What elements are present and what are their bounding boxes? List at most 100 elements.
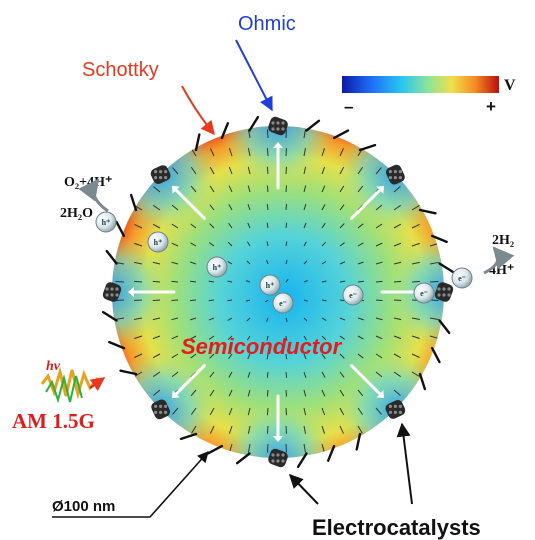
field-arrow [266, 129, 269, 139]
field-arrow [266, 148, 269, 157]
field-arrow [375, 353, 383, 359]
field-arrow [152, 261, 161, 265]
field-arrow [152, 280, 161, 283]
field-arrow [321, 204, 326, 211]
field-arrow [303, 317, 308, 322]
ohmic-glow [220, 126, 336, 184]
field-arrow [321, 443, 325, 453]
catalyst-grain [437, 293, 441, 297]
field-arrow [285, 185, 288, 193]
field-arrow [190, 335, 197, 340]
field-arrow [171, 204, 179, 211]
electron-carrier: e⁻ [451, 267, 473, 289]
ohmic-label: Ohmic [238, 13, 296, 35]
field-arrow [321, 222, 326, 229]
field-arrow [266, 407, 269, 416]
field-arrow [375, 371, 383, 378]
field-arrow [266, 425, 269, 434]
field-arrow [303, 443, 306, 453]
field-arrow [245, 280, 251, 283]
electron-carrier: e⁻ [413, 282, 435, 304]
surface-spike [305, 119, 321, 132]
field-arrow [247, 166, 251, 175]
catalyst-body [150, 165, 171, 185]
field-arrow [303, 389, 307, 397]
colorbar-unit: V [504, 77, 516, 94]
field-arrow [357, 185, 364, 193]
field-arrow [152, 353, 161, 359]
field-arrow [321, 317, 327, 321]
field-arrow [246, 260, 251, 265]
field-arrow [209, 166, 215, 175]
carrier-bubble-icon [451, 267, 473, 289]
catalyst-grain [271, 121, 275, 125]
photon-label: hv [46, 359, 61, 374]
catalyst-grain [393, 170, 397, 174]
field-arrow [321, 407, 326, 416]
catalyst-pointer-bottom [289, 473, 319, 505]
catalyst-grain [393, 176, 397, 180]
field-arrow [303, 260, 308, 265]
field-arrow [171, 353, 179, 359]
field-arrow [266, 166, 269, 175]
catalyst-grain [398, 170, 402, 174]
field-arrow [247, 204, 251, 211]
catalyst-grain [164, 170, 168, 174]
field-arrow [190, 166, 197, 175]
field-arrow [152, 223, 161, 229]
field-arrow [357, 242, 364, 247]
surface-spike [430, 234, 448, 244]
diameter-label: Ø100 nm [52, 498, 115, 515]
field-arrow [375, 204, 383, 211]
field-arrow [228, 222, 233, 229]
catalyst-grain [276, 121, 280, 125]
field-arrow [393, 242, 402, 247]
field-arrow [285, 222, 288, 229]
field-arrow [134, 223, 143, 229]
hole-carrier: h⁺ [259, 274, 281, 296]
field-arrow [190, 353, 197, 359]
field-arrow [375, 167, 382, 175]
electron-label: e⁻ [458, 274, 466, 283]
field-arrow [152, 371, 161, 377]
field-arrow [152, 204, 161, 211]
field-arrow [321, 185, 326, 193]
field-arrow [285, 241, 288, 247]
field-arrow [321, 353, 326, 359]
field-arrow [209, 204, 215, 211]
carrier-flow-arrow [174, 364, 206, 396]
catalyst-grain [447, 293, 451, 297]
field-arrow [303, 204, 307, 211]
field-arrow [411, 317, 420, 321]
field-arrow [339, 242, 345, 247]
field-arrow [393, 335, 402, 340]
surface-spike [332, 129, 350, 140]
field-arrow [321, 166, 326, 175]
field-arrow [246, 317, 251, 322]
field-arrow [375, 280, 383, 283]
catalyst-grain [115, 287, 119, 291]
catalyst-grain [271, 459, 275, 463]
carrier-bubble-icon [259, 274, 281, 296]
catalyst-body [385, 399, 406, 419]
field-arrow [285, 335, 288, 341]
field-arrow [411, 335, 420, 340]
electron-carrier: e⁻ [272, 292, 294, 314]
hole-carrier: h⁺ [206, 256, 228, 278]
catalyst-grain [442, 287, 446, 291]
field-arrow [357, 166, 363, 175]
field-arrow [190, 317, 197, 321]
field-arrow [266, 222, 269, 229]
catalyst-grain [154, 170, 158, 174]
schottky-arrow [181, 85, 215, 136]
field-arrow [172, 407, 179, 415]
field-arrow [339, 166, 345, 175]
catalyst-body [102, 282, 122, 302]
surface-spike [355, 432, 362, 451]
surface-spike [296, 452, 308, 469]
oxidation-reactant: 2H₂O [60, 206, 93, 221]
field-arrow [247, 353, 251, 360]
colorbar-max-label: + [486, 97, 496, 116]
field-arrow [247, 222, 251, 229]
